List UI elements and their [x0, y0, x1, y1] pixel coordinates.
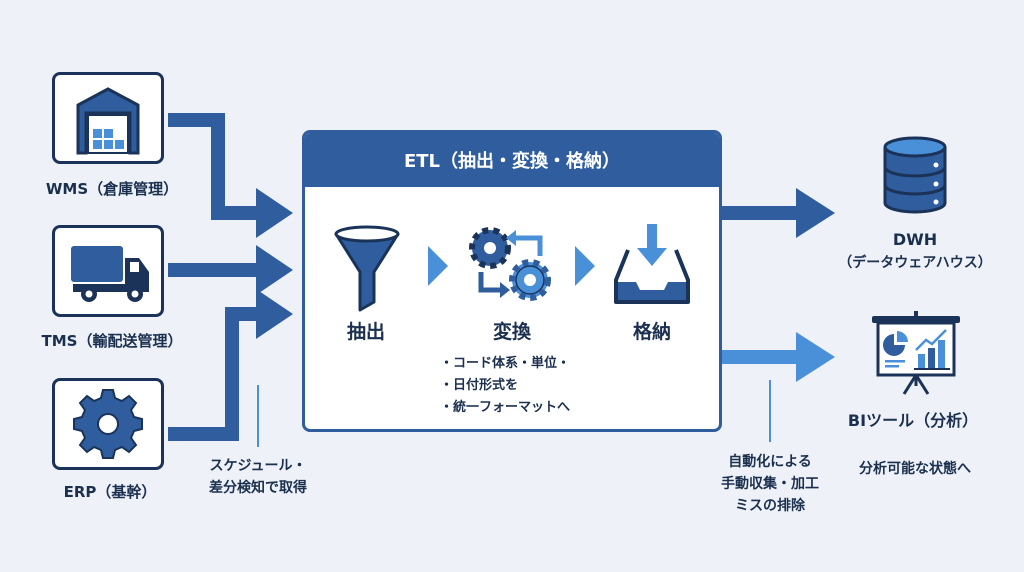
funnel-icon	[334, 225, 400, 312]
inbox-tray-icon	[614, 224, 690, 304]
ingest-note-line-2: 差分検知で取得	[209, 480, 307, 496]
automation-note-line-3: ミスの排除	[735, 498, 805, 514]
erp-box	[52, 378, 164, 470]
transform-bullet: ・日付形式を	[440, 378, 519, 393]
wms-box	[52, 72, 164, 164]
truck-icon	[71, 246, 149, 302]
bi-arrow	[722, 332, 835, 382]
tms-label: TMS（輸配送管理）	[41, 332, 183, 350]
ingest-note: スケジュール・ 差分検知で取得	[209, 455, 307, 499]
transform-bullet: ・コード体系・単位・	[440, 356, 571, 371]
ingest-note-line-1: スケジュール・	[209, 458, 307, 474]
transform-bullet: ・統一フォーマットへ	[440, 400, 571, 415]
tms-arrow	[168, 245, 293, 295]
automation-note-line-2: 手動収集・加工	[721, 476, 819, 492]
etl-title: ETL（抽出・変換・格納）	[305, 133, 719, 187]
chevron-right-icon	[428, 246, 448, 286]
step-transform-label: 変換	[492, 321, 532, 343]
bi-label: BIツール（分析）	[847, 411, 979, 430]
database-icon	[883, 136, 947, 214]
erp-arrow	[168, 289, 293, 441]
erp-label: ERP（基幹）	[63, 483, 157, 501]
automation-note: 自動化による 手動収集・加工 ミスの排除	[721, 451, 819, 517]
dwh-sublabel: （データウェアハウス）	[838, 255, 992, 271]
step-extract-label: 抽出	[346, 321, 386, 343]
step-load-label: 格納	[632, 321, 672, 343]
dwh-arrow	[722, 188, 835, 238]
dwh-label: DWH	[892, 230, 938, 249]
presentation-chart-icon	[872, 311, 960, 395]
gears-cycle-icon	[469, 227, 551, 301]
tms-box	[52, 225, 164, 317]
bi-note: 分析可能な状態へ	[859, 461, 971, 477]
automation-note-line-1: 自動化による	[728, 454, 812, 470]
gear-icon	[73, 389, 143, 459]
wms-arrow	[168, 113, 293, 238]
wms-label: WMS（倉庫管理）	[45, 180, 179, 198]
warehouse-icon	[76, 87, 140, 155]
chevron-right-icon	[575, 246, 595, 286]
